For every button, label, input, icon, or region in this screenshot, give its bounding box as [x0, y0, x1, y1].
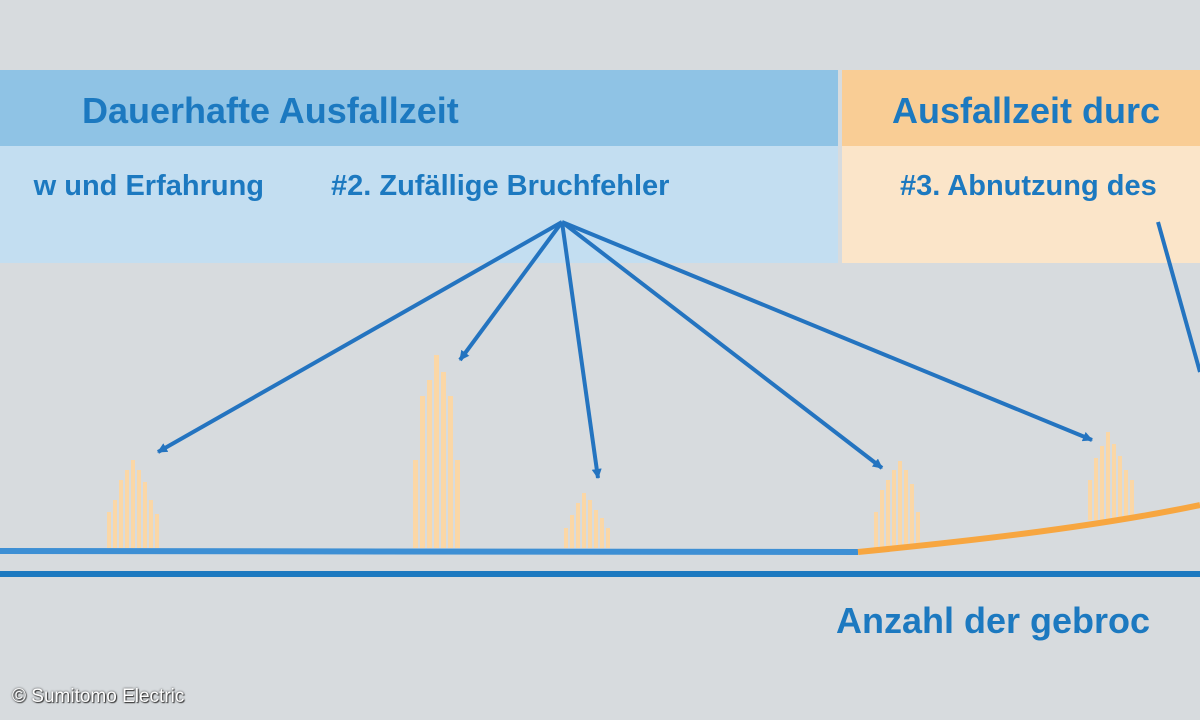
failure-histogram-1: [107, 460, 159, 548]
wearout-downtime-title: Ausfallzeit durc: [892, 90, 1161, 131]
copyright-notice: © Sumitomo Electric: [12, 686, 185, 707]
failure-histogram-3: [564, 493, 610, 548]
failure-rate-baseline: [0, 548, 859, 555]
cause-3-label: #3. Abnutzung des: [900, 170, 1157, 202]
permanent-downtime-panel: [0, 146, 838, 263]
wearout-downtime-header: [842, 70, 1200, 146]
permanent-downtime-header: [0, 70, 838, 146]
arrow-to-histogram-4: [560, 220, 884, 470]
failure-histogram-4: [874, 461, 920, 548]
wearout-downtime-panel: [842, 146, 1200, 263]
cause-1-label: w und Erfahrung: [33, 170, 264, 202]
cause-2-arrows: [157, 220, 1093, 479]
wearout-curve: [857, 502, 1200, 555]
arrow-to-histogram-5: [561, 220, 1093, 442]
x-axis-label: Anzahl der gebroc: [836, 600, 1151, 641]
arrow-to-histogram-3: [560, 221, 602, 479]
cause-3-arrow: [1156, 221, 1200, 373]
failure-histogram-2: [413, 355, 460, 548]
arrow-to-histogram-2: [458, 220, 564, 362]
arrow-to-histogram-1: [157, 220, 563, 454]
failure-histogram-5: [1088, 432, 1134, 520]
cause-2-label: #2. Zufällige Bruchfehler: [331, 170, 670, 202]
permanent-downtime-title: Dauerhafte Ausfallzeit: [82, 90, 459, 131]
